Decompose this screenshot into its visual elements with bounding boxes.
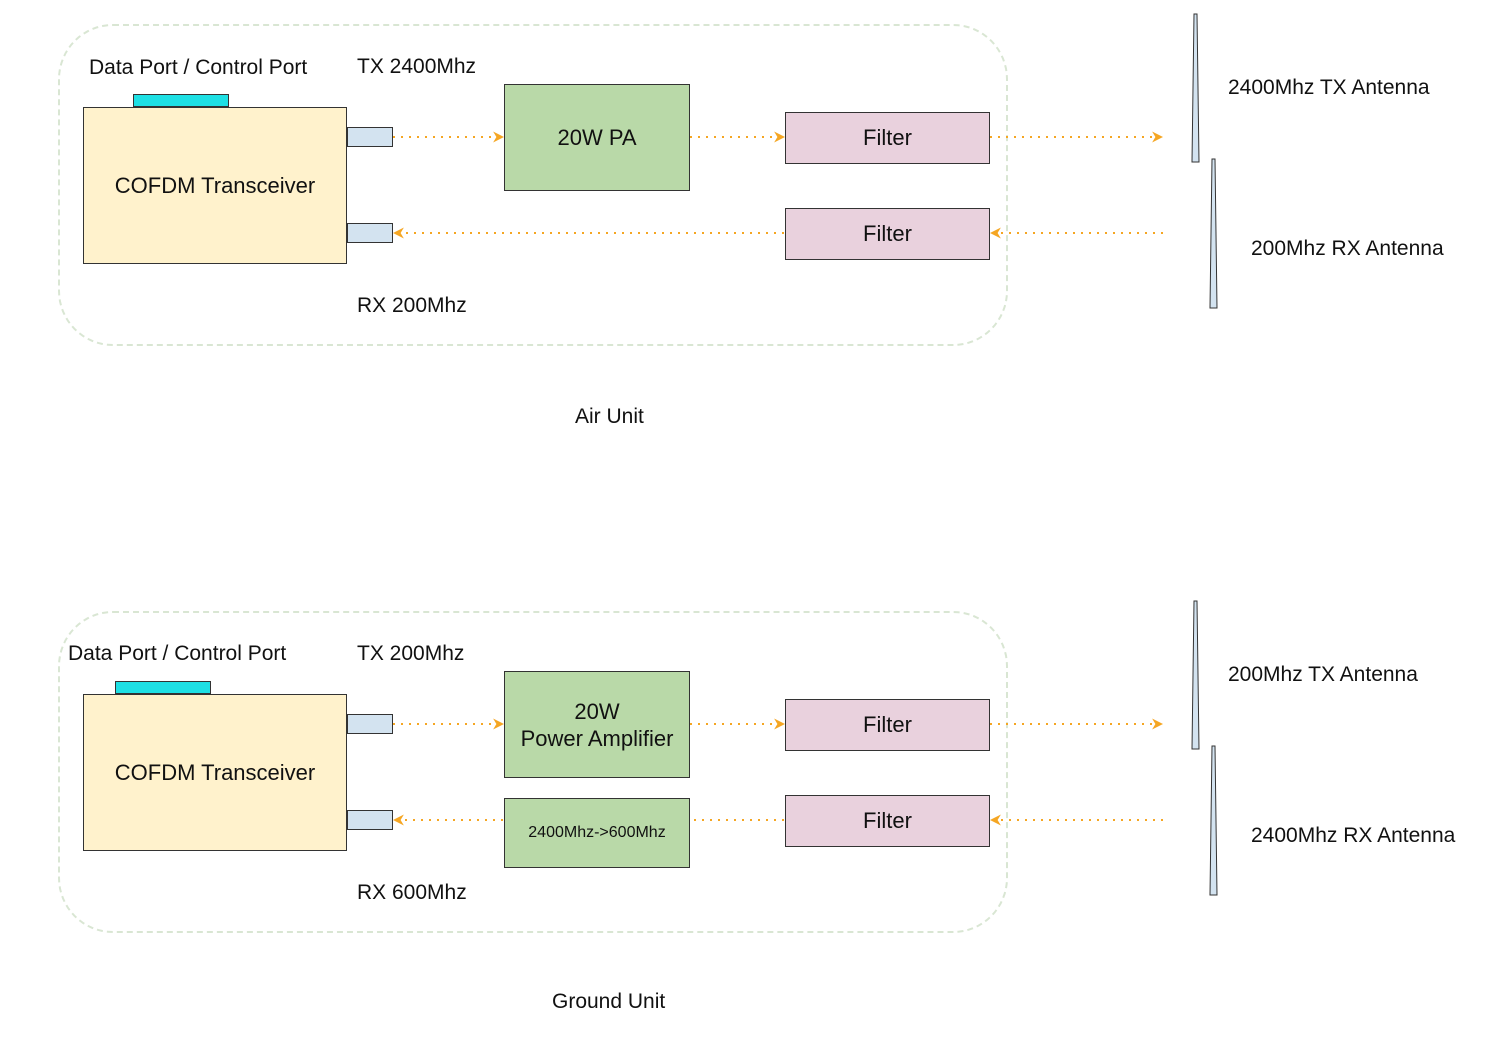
air-unit-signal-paths	[392, 13, 1218, 309]
pa-label-line: 20W PA	[557, 125, 637, 150]
frequency-converter: 2400Mhz->600Mhz	[504, 798, 690, 868]
unit-caption: Ground Unit	[552, 990, 666, 1013]
tx-filter: Filter	[785, 699, 990, 751]
pa-label-line-2: Power Amplifier	[520, 725, 674, 751]
pa-label-line-1: 20W	[574, 698, 620, 724]
ground-unit-enclosure	[58, 611, 1008, 933]
tx-antenna-icon	[1191, 13, 1200, 163]
tx-filter: Filter	[785, 112, 990, 164]
tx-connector	[347, 714, 393, 734]
rx-filter: Filter	[785, 795, 990, 847]
rx-antenna-icon	[1209, 745, 1218, 896]
unit-caption: Air Unit	[575, 405, 644, 428]
air-unit: Data Port / Control Port COFDM Transceiv…	[0, 0, 1500, 470]
tx-antenna-icon	[1191, 600, 1200, 750]
rx-frequency-label: RX 600Mhz	[357, 881, 467, 904]
rx-connector	[347, 810, 393, 830]
data-port-label: Data Port / Control Port	[68, 642, 287, 665]
rx-antenna-label: 200Mhz RX Antenna	[1251, 237, 1444, 260]
data-port	[115, 681, 211, 694]
rx-frequency-label: RX 200Mhz	[357, 294, 467, 317]
air-unit-enclosure	[58, 24, 1008, 346]
rx-connector	[347, 223, 393, 243]
rx-antenna-icon	[1209, 158, 1218, 309]
ground-unit: Data Port / Control Port COFDM Transceiv…	[0, 587, 1500, 1029]
power-amplifier: 20W PA	[504, 84, 690, 191]
rx-antenna-label: 2400Mhz RX Antenna	[1251, 824, 1456, 847]
tx-antenna-label: 200Mhz TX Antenna	[1228, 663, 1418, 686]
tx-antenna-label: 2400Mhz TX Antenna	[1228, 76, 1430, 99]
data-port	[133, 94, 229, 107]
cofdm-transceiver: COFDM Transceiver	[83, 107, 347, 264]
tx-frequency-label: TX 2400Mhz	[357, 55, 477, 78]
power-amplifier: 20W Power Amplifier	[504, 671, 690, 778]
rx-filter: Filter	[785, 208, 990, 260]
tx-connector	[347, 127, 393, 147]
ground-unit-signal-paths	[392, 600, 1218, 896]
cofdm-transceiver: COFDM Transceiver	[83, 694, 347, 851]
data-port-label: Data Port / Control Port	[89, 56, 308, 79]
tx-frequency-label: TX 200Mhz	[357, 642, 465, 665]
